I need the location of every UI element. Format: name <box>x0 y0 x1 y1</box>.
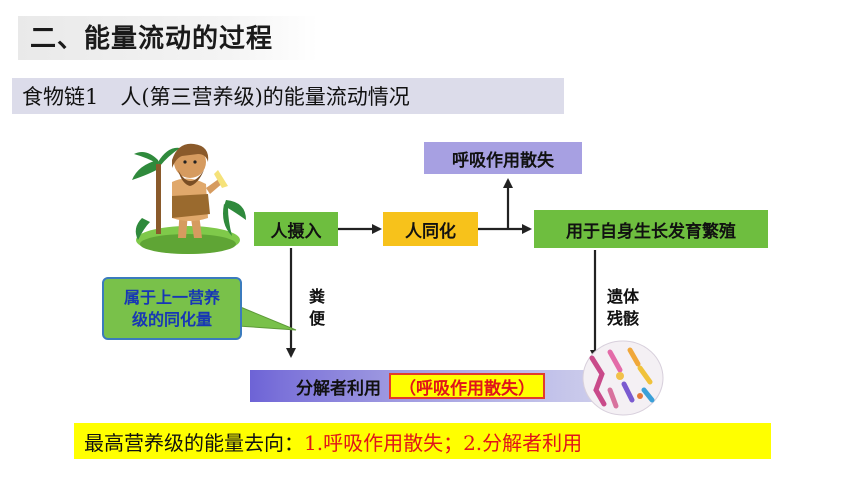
bacteria-illustration <box>582 340 664 416</box>
title-background <box>18 16 318 60</box>
section-title: 二、能量流动的过程 <box>30 24 274 54</box>
summary-label: 最高营养级的能量去向： <box>84 430 304 455</box>
remains-label: 遗体 残骸 <box>606 287 639 328</box>
respiration-loss-box: 呼吸作用散失 <box>424 142 582 174</box>
intake-box: 人摄入 <box>254 212 338 246</box>
caveman-illustration <box>132 143 246 254</box>
previous-level-assimilation-callout: 属于上一营养 级的同化量 <box>102 277 242 340</box>
decomposer-label: 分解者利用 <box>296 378 381 399</box>
callout-pointer <box>237 305 297 331</box>
feces-label: 粪 便 <box>308 287 325 328</box>
decomposer-respiration-note: （呼吸作用散失） <box>389 373 545 399</box>
decomposer-box: 分解者利用 （呼吸作用散失） <box>250 370 640 402</box>
food-chain-description: 人(第三营养级)的能量流动情况 <box>120 85 410 109</box>
summary-value: 1.呼吸作用散失；2.分解者利用 <box>304 430 583 455</box>
growth-reproduction-box: 用于自身生长发育繁殖 <box>534 210 768 248</box>
highest-trophic-level-summary: 最高营养级的能量去向： 1.呼吸作用散失；2.分解者利用 <box>74 423 771 459</box>
food-chain-subtitle: 食物链1 人(第三营养级)的能量流动情况 <box>12 78 564 114</box>
food-chain-label: 食物链1 <box>22 85 99 109</box>
assimilation-box: 人同化 <box>383 212 478 246</box>
